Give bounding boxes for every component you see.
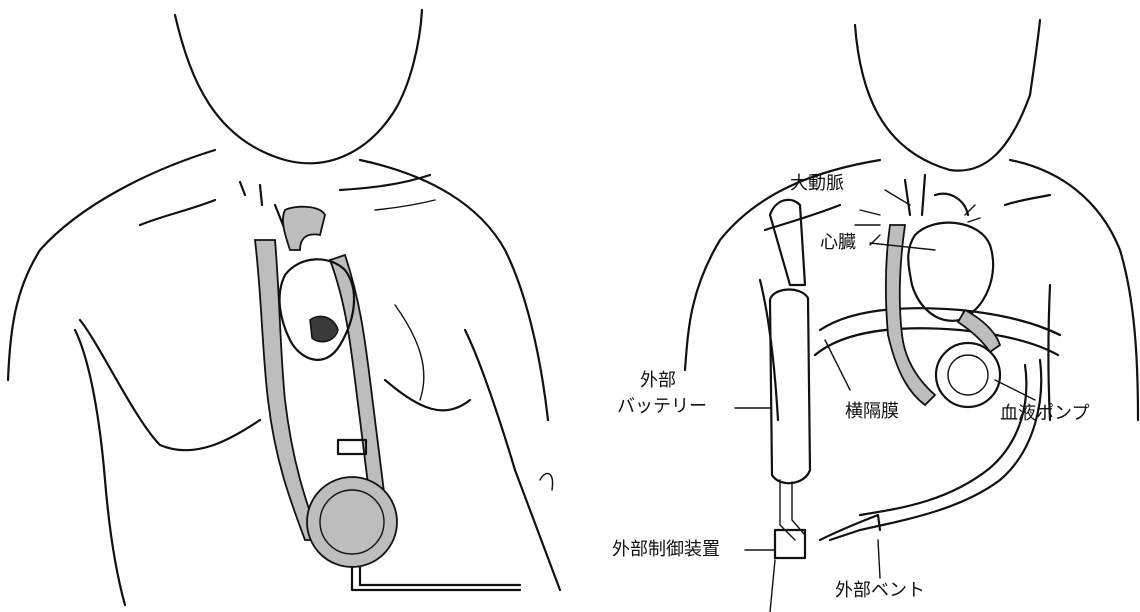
- label-external-controller: 外部制御装置: [612, 541, 720, 559]
- left-pec-l: [80, 320, 260, 450]
- right-vessels-left: [855, 210, 880, 245]
- right-controller-lead: [770, 560, 775, 612]
- right-shoulder-left: [685, 160, 880, 370]
- left-conduit-left: [255, 240, 320, 540]
- left-external-line: [352, 567, 520, 590]
- right-outflow-conduit: [886, 225, 935, 405]
- leader-diaphragm: [825, 340, 850, 390]
- right-aorta: [905, 175, 968, 215]
- label-diaphragm: 横隔膜: [845, 403, 899, 421]
- label-aorta: 大動脈: [790, 175, 844, 193]
- left-connector: [338, 440, 366, 454]
- leader-vent: [878, 540, 880, 578]
- left-heart-inner: [310, 316, 338, 341]
- right-ribcage-arc2: [860, 365, 1026, 515]
- label-blood-pump: 血液ポンプ: [1000, 405, 1089, 423]
- left-shoulder-left: [8, 150, 215, 380]
- right-arm-r: [1049, 285, 1051, 420]
- label-external-battery-line2: バッテリー: [617, 398, 707, 416]
- right-clavicle-l: [765, 205, 840, 230]
- label-external-battery-line1: 外部: [640, 372, 676, 390]
- right-blood-pump: [936, 343, 1000, 407]
- left-pec-r: [385, 380, 470, 410]
- left-vessel-1: [240, 182, 285, 230]
- leader-blood-pump: [995, 380, 1035, 400]
- left-clavicle-l: [140, 200, 215, 225]
- right-diaphragm-lower: [815, 328, 1058, 355]
- right-panel-illustration: [685, 20, 1138, 612]
- left-aorta-arch: [283, 207, 325, 250]
- left-hand-mark: [540, 473, 553, 490]
- left-external-line-2: [360, 567, 520, 585]
- left-torso-outline: [175, 10, 422, 163]
- right-blood-pump-inner: [948, 355, 988, 395]
- right-diaphragm-upper: [820, 308, 1060, 335]
- right-torso-neck: [855, 20, 1040, 171]
- right-clavicle-r: [1005, 195, 1050, 205]
- left-panel-illustration: [8, 10, 560, 605]
- left-conduit-right: [330, 255, 385, 500]
- right-vessels-right: [965, 205, 980, 222]
- right-strap: [770, 200, 805, 285]
- left-clavicle-r2: [375, 200, 435, 210]
- label-heart: 心臓: [820, 234, 856, 252]
- left-ribline: [395, 305, 424, 400]
- left-shoulder-right: [360, 160, 548, 420]
- label-external-vent: 外部ベント: [835, 582, 925, 600]
- right-battery-cable2: [792, 482, 805, 535]
- left-arm-left: [75, 330, 125, 605]
- right-heart: [908, 223, 993, 321]
- left-arm-right: [465, 330, 560, 590]
